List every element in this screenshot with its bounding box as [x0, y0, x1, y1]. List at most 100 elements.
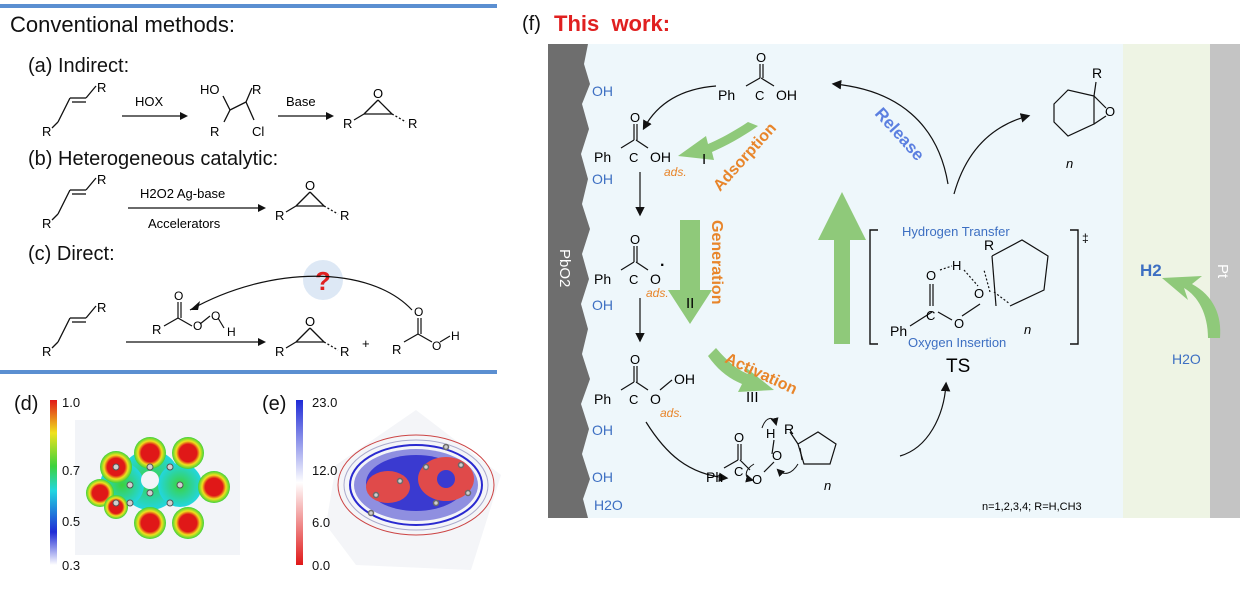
elf-scale-min: 0.3	[62, 558, 81, 573]
ph-bottom: Ph	[706, 469, 723, 485]
svg-text:O: O	[974, 286, 984, 301]
svg-text:R: R	[340, 208, 349, 223]
svg-text:R: R	[340, 344, 349, 359]
electrolyte-region	[578, 44, 1123, 518]
svg-text:O: O	[752, 472, 762, 487]
svg-text:C: C	[629, 150, 638, 165]
surface-oh-1: OH	[592, 83, 613, 99]
bottom-divider	[0, 370, 497, 374]
svg-text:n: n	[1024, 322, 1031, 337]
elf-scale-mid1: 0.7	[62, 463, 81, 478]
svg-text:R: R	[408, 116, 417, 131]
svg-text:O: O	[954, 316, 964, 331]
surface-oh-3: OH	[592, 297, 613, 313]
direct-scheme: ? R R R O O O H O R R +	[42, 260, 460, 359]
pbo2-electrode	[548, 44, 590, 518]
generation-label: Generation	[708, 220, 725, 304]
surface-oh-4: OH	[592, 422, 613, 438]
svg-text:O: O	[734, 430, 744, 445]
indirect-scheme: R R HOX HO R R Cl Base O R R	[42, 80, 417, 139]
indirect-label: (a) Indirect:	[28, 55, 130, 77]
roman-ii: II	[686, 295, 694, 312]
svg-text:R: R	[343, 116, 352, 131]
ts-label: TS	[946, 356, 970, 377]
h2o2-ag-reagent: H2O2 Ag-base	[140, 186, 225, 201]
ads-ii: ads.	[646, 286, 669, 300]
heterogeneous-label: (b) Heterogeneous catalytic:	[28, 148, 279, 170]
svg-text:R: R	[1092, 65, 1102, 81]
roman-iii: III	[746, 389, 759, 406]
this-work-title: This work:	[554, 11, 671, 36]
svg-text:n: n	[1066, 156, 1073, 171]
ph-ii: Ph	[594, 271, 611, 287]
hydrogen-transfer-label: Hydrogen Transfer	[902, 224, 1010, 239]
elf-scale-max: 1.0	[62, 395, 81, 410]
svg-text:R: R	[784, 421, 794, 437]
panel-d-label: (d)	[14, 393, 39, 415]
svg-text:R: R	[42, 216, 51, 231]
svg-text:O: O	[373, 86, 383, 101]
svg-text:Cl: Cl	[252, 124, 264, 139]
svg-text:R: R	[210, 124, 219, 139]
svg-text:O: O	[926, 268, 936, 283]
heterogeneous-scheme: R R H2O2 Ag-base Accelerators O R R	[42, 172, 349, 231]
top-divider	[0, 4, 497, 8]
svg-text:O: O	[1105, 104, 1115, 119]
svg-text:O: O	[174, 289, 183, 303]
ph-iii: Ph	[594, 391, 611, 407]
svg-text:R: R	[275, 208, 284, 223]
ph-top: Ph	[718, 87, 735, 103]
svg-text:OH: OH	[776, 87, 797, 103]
svg-text:H: H	[766, 426, 775, 441]
svg-text:R: R	[152, 322, 161, 337]
ads-iii: ads.	[660, 406, 683, 420]
footnote: n=1,2,3,4; R=H,CH3	[982, 501, 1082, 513]
svg-text:O: O	[650, 271, 661, 287]
svg-text:O: O	[630, 110, 640, 125]
svg-text:R: R	[42, 124, 51, 139]
base-reagent: Base	[286, 94, 316, 109]
elf-colorbar	[50, 400, 57, 565]
svg-text:HO: HO	[200, 82, 220, 97]
surface-oh-5: OH	[592, 469, 613, 485]
h2-evolution-arrow	[1162, 276, 1221, 338]
roman-i: I	[702, 151, 706, 168]
panel-e-label: (e)	[262, 393, 287, 415]
svg-text:R: R	[275, 344, 284, 359]
direct-label: (c) Direct:	[28, 243, 115, 265]
svg-text:R: R	[252, 82, 261, 97]
svg-text:O: O	[305, 178, 315, 193]
svg-text:O: O	[630, 232, 640, 247]
hox-reagent: HOX	[135, 94, 164, 109]
svg-text:R: R	[97, 172, 106, 187]
oxygen-insertion-label: Oxygen Insertion	[908, 335, 1006, 350]
svg-text:O: O	[772, 448, 782, 463]
svg-text:O: O	[650, 391, 661, 407]
adsorption-arrow	[678, 122, 758, 160]
ph-i: Ph	[594, 149, 611, 165]
left-water-label: H2O	[594, 497, 623, 513]
pbo2-label: PbO2	[556, 249, 573, 287]
svg-text:n: n	[824, 478, 831, 493]
esp-map	[296, 400, 501, 570]
svg-text:C: C	[734, 464, 743, 479]
elf-map	[50, 400, 240, 565]
pt-electrode	[1210, 44, 1240, 518]
generation-arrow	[668, 220, 712, 324]
conventional-heading: Conventional methods:	[10, 12, 236, 37]
question-mark: ?	[315, 266, 331, 296]
svg-text:O: O	[305, 314, 315, 329]
svg-text:C: C	[926, 308, 935, 323]
esp-colorbar	[296, 400, 303, 565]
svg-text:H: H	[227, 325, 236, 339]
pt-label: Pt	[1214, 264, 1231, 279]
right-water-label: H2O	[1172, 351, 1201, 367]
svg-text:C: C	[629, 392, 638, 407]
svg-text:·: ·	[660, 257, 665, 274]
esp-scale-mid1: 12.0	[312, 463, 338, 478]
svg-text:R: R	[97, 80, 106, 95]
plus-sign: +	[362, 336, 370, 351]
release-up-arrow	[818, 192, 866, 344]
surface-oh-2: OH	[592, 171, 613, 187]
elf-scale-mid2: 0.5	[62, 514, 81, 529]
